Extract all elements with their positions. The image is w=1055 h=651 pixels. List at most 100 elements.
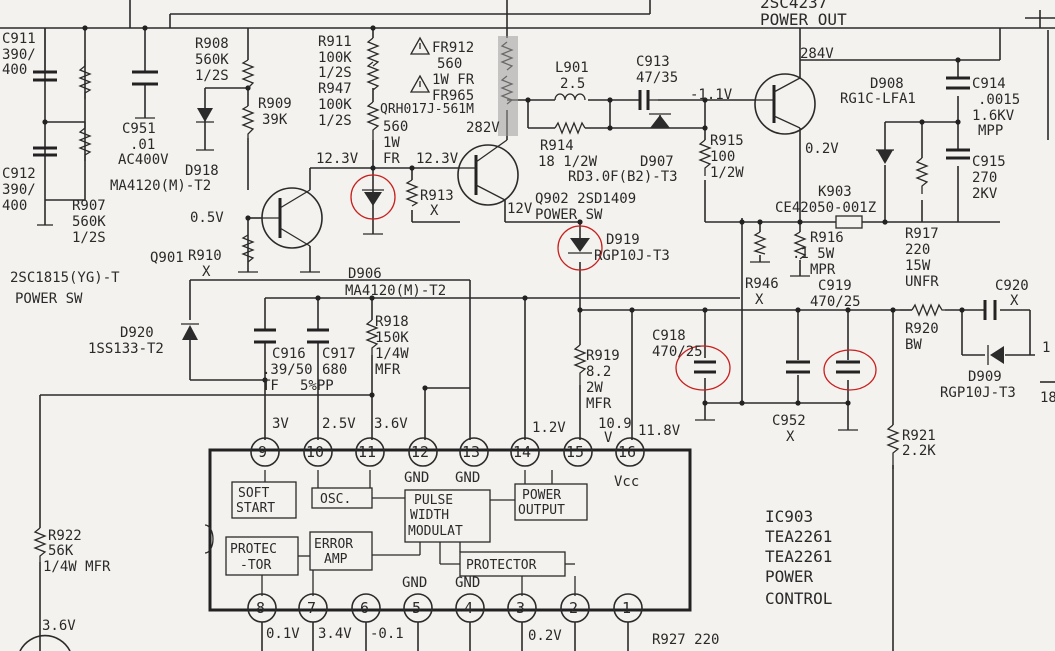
label-r911-v3: 100K — [318, 97, 352, 113]
label-c911-ref: C911 — [2, 31, 36, 47]
label-c914-v1: .0015 — [978, 92, 1020, 108]
label-ic-bottom_pins-5: 3 — [516, 599, 525, 617]
label-r911-ref: R911 — [318, 34, 352, 50]
label-ic-part1: TEA2261 — [765, 527, 832, 546]
label-q_out-v_top: 284V — [800, 46, 834, 62]
label-q902-role: POWER SW — [535, 207, 603, 223]
label-ic-top_pins-1: 10 — [306, 443, 324, 461]
resistor-r920 — [911, 303, 945, 317]
label-r927-ref: R927 220 — [652, 632, 719, 648]
label-d920-part: 1SS133-T2 — [88, 341, 164, 357]
label-qrh-v2: 1W — [383, 135, 400, 151]
label-fr912-v2: 1W FR — [432, 72, 475, 88]
pin-4 — [455, 593, 485, 623]
diode-d919 — [570, 238, 590, 252]
resistor-r946 — [753, 231, 767, 255]
label-r921-ref: R921 — [902, 428, 936, 444]
transistor-power-out — [754, 73, 816, 135]
label-r915-v2: 1/2W — [710, 165, 744, 181]
label-r916-v1: .1 5W — [792, 246, 835, 262]
label-r911-v1: 100K — [318, 50, 352, 66]
label-r911-alt: R947 — [318, 81, 352, 97]
label-r917-ref: R917 — [905, 226, 939, 242]
label-r919-v1: 8.2 — [586, 364, 611, 380]
warning-icon — [409, 36, 431, 55]
ic-903 — [204, 448, 692, 612]
label-c913-ref: C913 — [636, 54, 670, 70]
label-q902-ref: Q902 2SD1409 — [535, 191, 636, 207]
ic-block-labels: SOFT START OSC. PULSE WIDTH MODULAT POWE… — [230, 486, 565, 573]
highlight-c919 — [823, 349, 877, 391]
label-ic-top_pins-6: 15 — [566, 443, 584, 461]
label-d920-ref: D920 — [120, 325, 154, 341]
resistor-r913 — [405, 179, 419, 207]
label-r911-v2: 1/2S — [318, 65, 352, 81]
label-r916-ref: R916 — [810, 230, 844, 246]
label-r920-v1: BW — [905, 337, 922, 353]
label-ic-vcc: Vcc — [614, 474, 639, 490]
resistor-r908 — [241, 59, 255, 89]
label-c920-v1: X — [1010, 293, 1019, 309]
pin-3 — [507, 593, 537, 623]
label-ic-blocks-err2: AMP — [324, 552, 348, 567]
label-qrh-v1: 560 — [383, 119, 408, 135]
label-fr912-v3: 282V — [466, 120, 500, 136]
label-k903-ref: K903 — [818, 184, 852, 200]
label-q901-v_b: 0.5V — [190, 210, 224, 226]
ground-symbols — [37, 117, 858, 431]
ic-top-pins — [250, 437, 645, 467]
label-r915-ref: R915 — [710, 133, 744, 149]
label-ic-blocks-pwm1: PULSE — [414, 493, 453, 508]
pin-8 — [247, 593, 277, 623]
label-r914-v1: 18 1/2W — [538, 154, 598, 170]
fusible-resistor-shade — [498, 36, 518, 136]
pin-11 — [355, 437, 385, 467]
label-r910-ref: R910 — [188, 248, 222, 264]
label-ic-blocks-prot2: -TOR — [240, 558, 271, 573]
label-c918-v1: 470/25 — [652, 344, 703, 360]
label-ic-top_pins-7: 16 — [618, 443, 636, 461]
ic-pin-labels: 9 10 11 12 13 14 15 16 8 7 6 5 4 3 2 1 3… — [256, 416, 681, 644]
label-l901-v1: 2.5 — [560, 76, 585, 92]
label-c911-v1: 390/ — [2, 47, 36, 63]
diodes — [181, 108, 1004, 365]
label-c951-ref: C951 — [122, 121, 156, 137]
label-r946-ref: R946 — [745, 276, 779, 292]
label-r907-v2: 1/2S — [72, 230, 106, 246]
label-d909-part: RGP10J-T3 — [940, 385, 1016, 401]
resistors — [33, 37, 945, 562]
label-c918-ref: C918 — [652, 328, 686, 344]
label-ic-bottom_pins-7: 1 — [622, 599, 631, 617]
label-c919-ref: C919 — [818, 278, 852, 294]
resistor-r907 — [78, 122, 92, 161]
label-ic-bottom_pins-6: 2 — [569, 599, 578, 617]
power-out-label: POWER OUT — [760, 10, 847, 29]
resistor-r918 — [365, 319, 379, 355]
pin-7 — [298, 593, 328, 623]
diode-d908 — [877, 150, 893, 164]
label-q901-v_c: 12.3V — [316, 151, 359, 167]
label-ic-top_volts-6: 11.8V — [638, 423, 681, 439]
label-d909-ref: D909 — [968, 369, 1002, 385]
label-ic-blocks-po2: OUTPUT — [518, 503, 565, 518]
resistor-r910 — [241, 234, 255, 263]
pin-12 — [408, 437, 438, 467]
resistor-r915 — [698, 139, 712, 176]
block-pwm — [404, 489, 491, 543]
resistor-r916 — [793, 231, 807, 260]
label-r922-v2: 1/4W MFR — [43, 559, 111, 575]
label-ic-top_volts-1: 2.5V — [322, 416, 356, 432]
label-ic-blocks-pwm2: WIDTH — [410, 508, 449, 523]
block-error-amp — [309, 531, 373, 571]
label-ic-blocks-osc: OSC. — [320, 492, 351, 507]
label-r919-v2: 2W — [586, 380, 603, 396]
label-r919-ref: R919 — [586, 348, 620, 364]
label-c912-v2: 400 — [2, 198, 27, 214]
inductor-l901 — [554, 93, 586, 101]
label-c913-volt: -1.1V — [690, 87, 733, 103]
zener-d918 — [197, 108, 213, 122]
label-ic-bottom_pins-0: 8 — [256, 599, 265, 617]
resistor-r907b — [78, 60, 92, 99]
label-qrh-ref: QRH017J-561M — [380, 102, 474, 117]
